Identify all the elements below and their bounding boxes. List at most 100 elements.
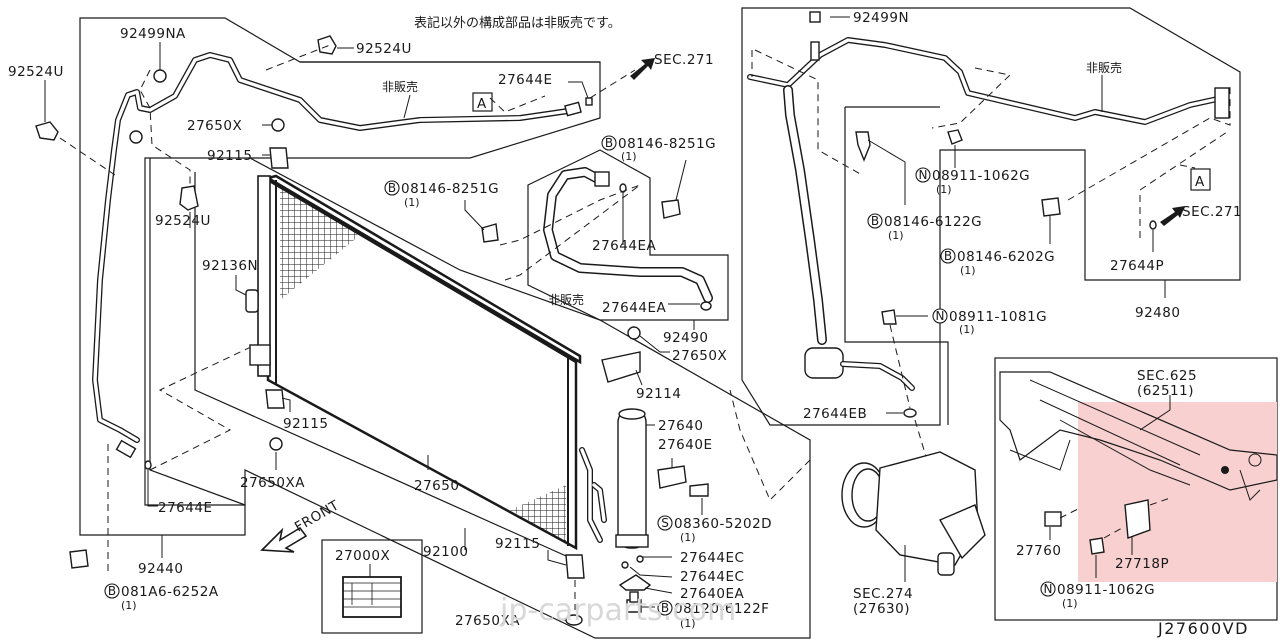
- part-92115-mid-label: 92115: [283, 416, 328, 432]
- svg-text:(1): (1): [404, 196, 420, 209]
- group-box-92100: [149, 157, 811, 639]
- svg-text:08911-1062G: 08911-1062G: [1057, 582, 1155, 598]
- b-badge-icon: [657, 600, 673, 616]
- part-92440-label: 92440: [138, 561, 183, 577]
- part-27640-label: 27640: [658, 418, 703, 434]
- bracket-92115-top-icon: [269, 147, 289, 169]
- pipe-fitting-top: [564, 101, 582, 117]
- front-arrow-icon: [260, 526, 308, 553]
- fastener-b-08120-6122f: B 08120-6122F (1): [657, 600, 769, 630]
- bracket-27760-icon: [1044, 511, 1062, 527]
- o-ring-27644ec-2-icon: [621, 561, 629, 569]
- part-27644eb-label: 27644EB: [803, 406, 867, 422]
- guide-line: [499, 184, 641, 281]
- part-92100-label: 92100: [423, 544, 468, 560]
- part-27000x-label: 27000X: [335, 548, 390, 564]
- fastener-n-08911-1062g-top: N 08911-1062G (1): [915, 167, 1030, 196]
- part-27760-label: 27760: [1016, 543, 1061, 559]
- grommet-92499na-2-icon: [129, 130, 143, 144]
- callout-a-right-label: A: [1195, 174, 1205, 190]
- header-note: 表記以外の構成部品は非販売です。: [414, 15, 621, 31]
- part-27650x-top-label: 27650X: [187, 118, 242, 134]
- sec271-right-label: SEC.271: [1182, 204, 1242, 220]
- bolt-08146-8251g-left-icon: [481, 223, 499, 243]
- callout-a-right: [1190, 168, 1211, 191]
- guide-line: [931, 67, 1012, 129]
- hose-fitting-top-icon: [594, 171, 610, 187]
- b-badge-icon: [601, 135, 617, 151]
- fastener-b-08146-6202g: B 08146-6202G (1): [940, 248, 1055, 277]
- fastener-b-08146-6122g: B 08146-6122G (1): [867, 213, 982, 242]
- cap-27640ea-icon: [618, 574, 652, 591]
- o-ring-27644eb-icon: [903, 408, 917, 418]
- not-sold-label-top: 非販売: [382, 79, 418, 94]
- svg-text:08911-1081G: 08911-1081G: [949, 309, 1047, 325]
- nut-08911-1062g-bottom-icon: [1089, 537, 1105, 555]
- bolt-08146-6122g-icon: [855, 131, 871, 162]
- b-badge-icon: [940, 248, 956, 264]
- svg-text:B: B: [944, 249, 952, 263]
- nut-08911-1081g-icon: [881, 309, 897, 325]
- svg-text:08146-6202G: 08146-6202G: [957, 249, 1055, 265]
- sec274-label: SEC.274: [853, 586, 913, 602]
- bolt-08146-8251g-top-icon: [661, 199, 681, 219]
- svg-text:S: S: [661, 516, 669, 530]
- compressor-sec274: [841, 451, 986, 576]
- guide-line: [489, 95, 546, 113]
- pressure-switch-92136n-icon: [245, 289, 259, 313]
- fastener-b-08146-8251g-left: B 08146-8251G (1): [384, 180, 499, 209]
- part-92524u-mid-label: 92524U: [155, 213, 211, 229]
- guide-line: [149, 344, 256, 471]
- part-92524u-top-label: 92524U: [356, 41, 412, 57]
- callout-a-top-label: A: [477, 96, 487, 112]
- fastener-b-081a6-6252a: B 081A6-6252A (1): [104, 583, 219, 612]
- svg-text:(1): (1): [621, 150, 637, 163]
- svg-text:081A6-6252A: 081A6-6252A: [121, 584, 219, 600]
- svg-text:(1): (1): [121, 599, 137, 612]
- part-27650xa-bottom-label: 27650XA: [455, 613, 520, 629]
- s-badge-icon: [657, 515, 673, 531]
- svg-text:08120-6122F: 08120-6122F: [674, 601, 769, 617]
- part-27650xa-mid-label: 27650XA: [240, 475, 305, 491]
- fastener-n-08911-1081g: N 08911-1081G (1): [932, 308, 1047, 336]
- condenser-27650: [257, 174, 607, 551]
- part-92480-label: 92480: [1135, 305, 1180, 321]
- n-badge-icon: [932, 308, 948, 324]
- highlight-region: [1078, 402, 1277, 582]
- clip-92524u-left-icon: [35, 121, 59, 141]
- grommet-92499na-icon: [153, 69, 167, 83]
- o-ring-27644p-icon: [1149, 220, 1157, 230]
- sec271-right-arrow-icon: [1160, 206, 1185, 226]
- leader-lines: [44, 16, 1171, 621]
- clamp-27640e-icon: [657, 465, 687, 489]
- part-27640ea-label: 27640EA: [680, 586, 744, 602]
- svg-text:B: B: [108, 584, 116, 598]
- diagram-code: J27600VD: [1157, 619, 1249, 638]
- switch-mount-icon: [249, 344, 271, 366]
- clip-92524u-mid-icon: [179, 185, 199, 211]
- fastener-n-08911-1062g-bottom: N 08911-1062G (1): [1040, 581, 1155, 610]
- nut-08911-1062g-top-icon: [947, 129, 963, 145]
- svg-text:N: N: [936, 309, 945, 323]
- group-box-92490: [527, 149, 729, 321]
- guide-line: [751, 49, 863, 176]
- muffler-icon: [804, 347, 915, 391]
- svg-text:(1): (1): [680, 531, 696, 544]
- bolt-thread-icon: [629, 591, 639, 603]
- svg-text:08360-5202D: 08360-5202D: [674, 516, 772, 532]
- svg-text:B: B: [871, 214, 879, 228]
- guide-line: [589, 69, 636, 99]
- svg-text:(1): (1): [1062, 597, 1078, 610]
- part-27644e-bottom-label: 27644E: [158, 500, 212, 516]
- sec271-top-arrow-icon: [630, 58, 655, 80]
- insulator-27650x-mid-icon: [627, 326, 641, 340]
- svg-text:08146-8251G: 08146-8251G: [401, 181, 499, 197]
- fastener-s-08360-5202d: S 08360-5202D (1): [657, 515, 772, 544]
- o-ring-27644ea-lower-icon: [700, 301, 712, 311]
- b-badge-icon: [384, 180, 400, 196]
- fastener-b-08146-8251g-top: B 08146-8251G (1): [601, 135, 716, 163]
- group-box-92480: [741, 7, 1241, 426]
- caution-label-27000x-icon: [342, 576, 402, 618]
- sec625-label: SEC.625: [1137, 368, 1197, 384]
- svg-text:(1): (1): [959, 323, 975, 336]
